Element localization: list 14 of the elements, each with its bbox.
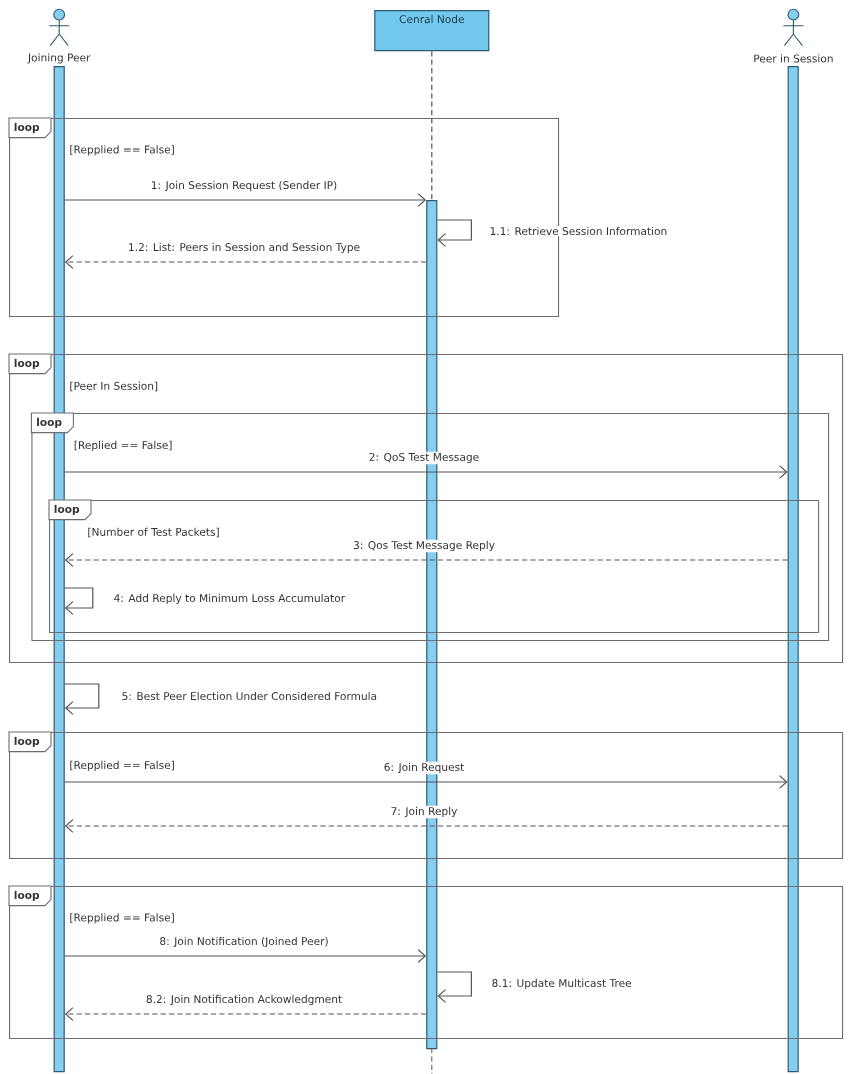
self-message-arrow — [436, 971, 472, 1003]
self-message-arrow — [436, 219, 472, 247]
message-arrow — [64, 255, 427, 269]
message-arrow — [64, 819, 789, 833]
self-message-arrow — [64, 683, 100, 715]
message-arrow — [64, 553, 789, 567]
self-message-arrow — [64, 587, 94, 615]
message-arrow — [64, 949, 427, 963]
message-arrow — [64, 465, 788, 479]
message-arrow — [64, 193, 427, 207]
lifeline — [431, 50, 433, 201]
message-arrow — [64, 1007, 427, 1021]
activation-bar — [787, 66, 799, 1073]
message-arrow — [64, 775, 788, 789]
